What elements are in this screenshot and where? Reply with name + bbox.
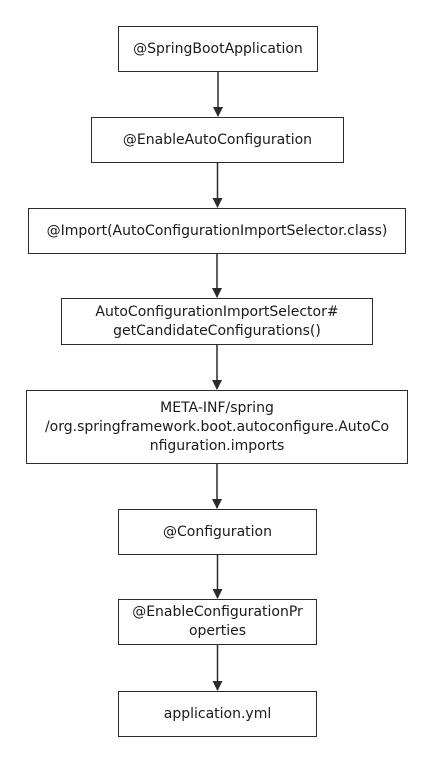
- node-label-line: application.yml: [163, 705, 272, 722]
- node-import: @Import(AutoConfigurationImportSelector.…: [28, 208, 406, 254]
- node-label-line: getCandidateConfigurations(): [113, 322, 321, 339]
- node-label-line: @SpringBootApplication: [133, 40, 303, 57]
- node-imports-file: META-INF/spring /org.springframework.boo…: [26, 390, 408, 464]
- node-label-line: operties: [188, 623, 247, 639]
- node-springbootapplication: @SpringBootApplication: [118, 26, 318, 72]
- node-label-line: @Configuration: [163, 523, 272, 540]
- node-application-yml: application.yml: [118, 691, 317, 737]
- node-selector-method: AutoConfigurationImportSelector# getCand…: [61, 298, 373, 345]
- node-label-line: nfiguration.imports: [149, 437, 285, 454]
- node-label-line: @EnableAutoConfiguration: [122, 131, 313, 148]
- node-label-line: AutoConfigurationImportSelector#: [95, 303, 339, 320]
- node-enableconfigurationproperties: @EnableConfigurationPr operties: [118, 599, 317, 645]
- node-label-line: META-INF/spring: [160, 399, 274, 416]
- node-configuration: @Configuration: [118, 509, 317, 555]
- node-enableautoconfiguration: @EnableAutoConfiguration: [91, 117, 344, 163]
- node-label-line: @Import(AutoConfigurationImportSelector.…: [46, 222, 388, 239]
- node-label-line: @EnableConfigurationPr: [132, 604, 303, 620]
- node-label-line: /org.springframework.boot.autoconfigure.…: [44, 418, 390, 435]
